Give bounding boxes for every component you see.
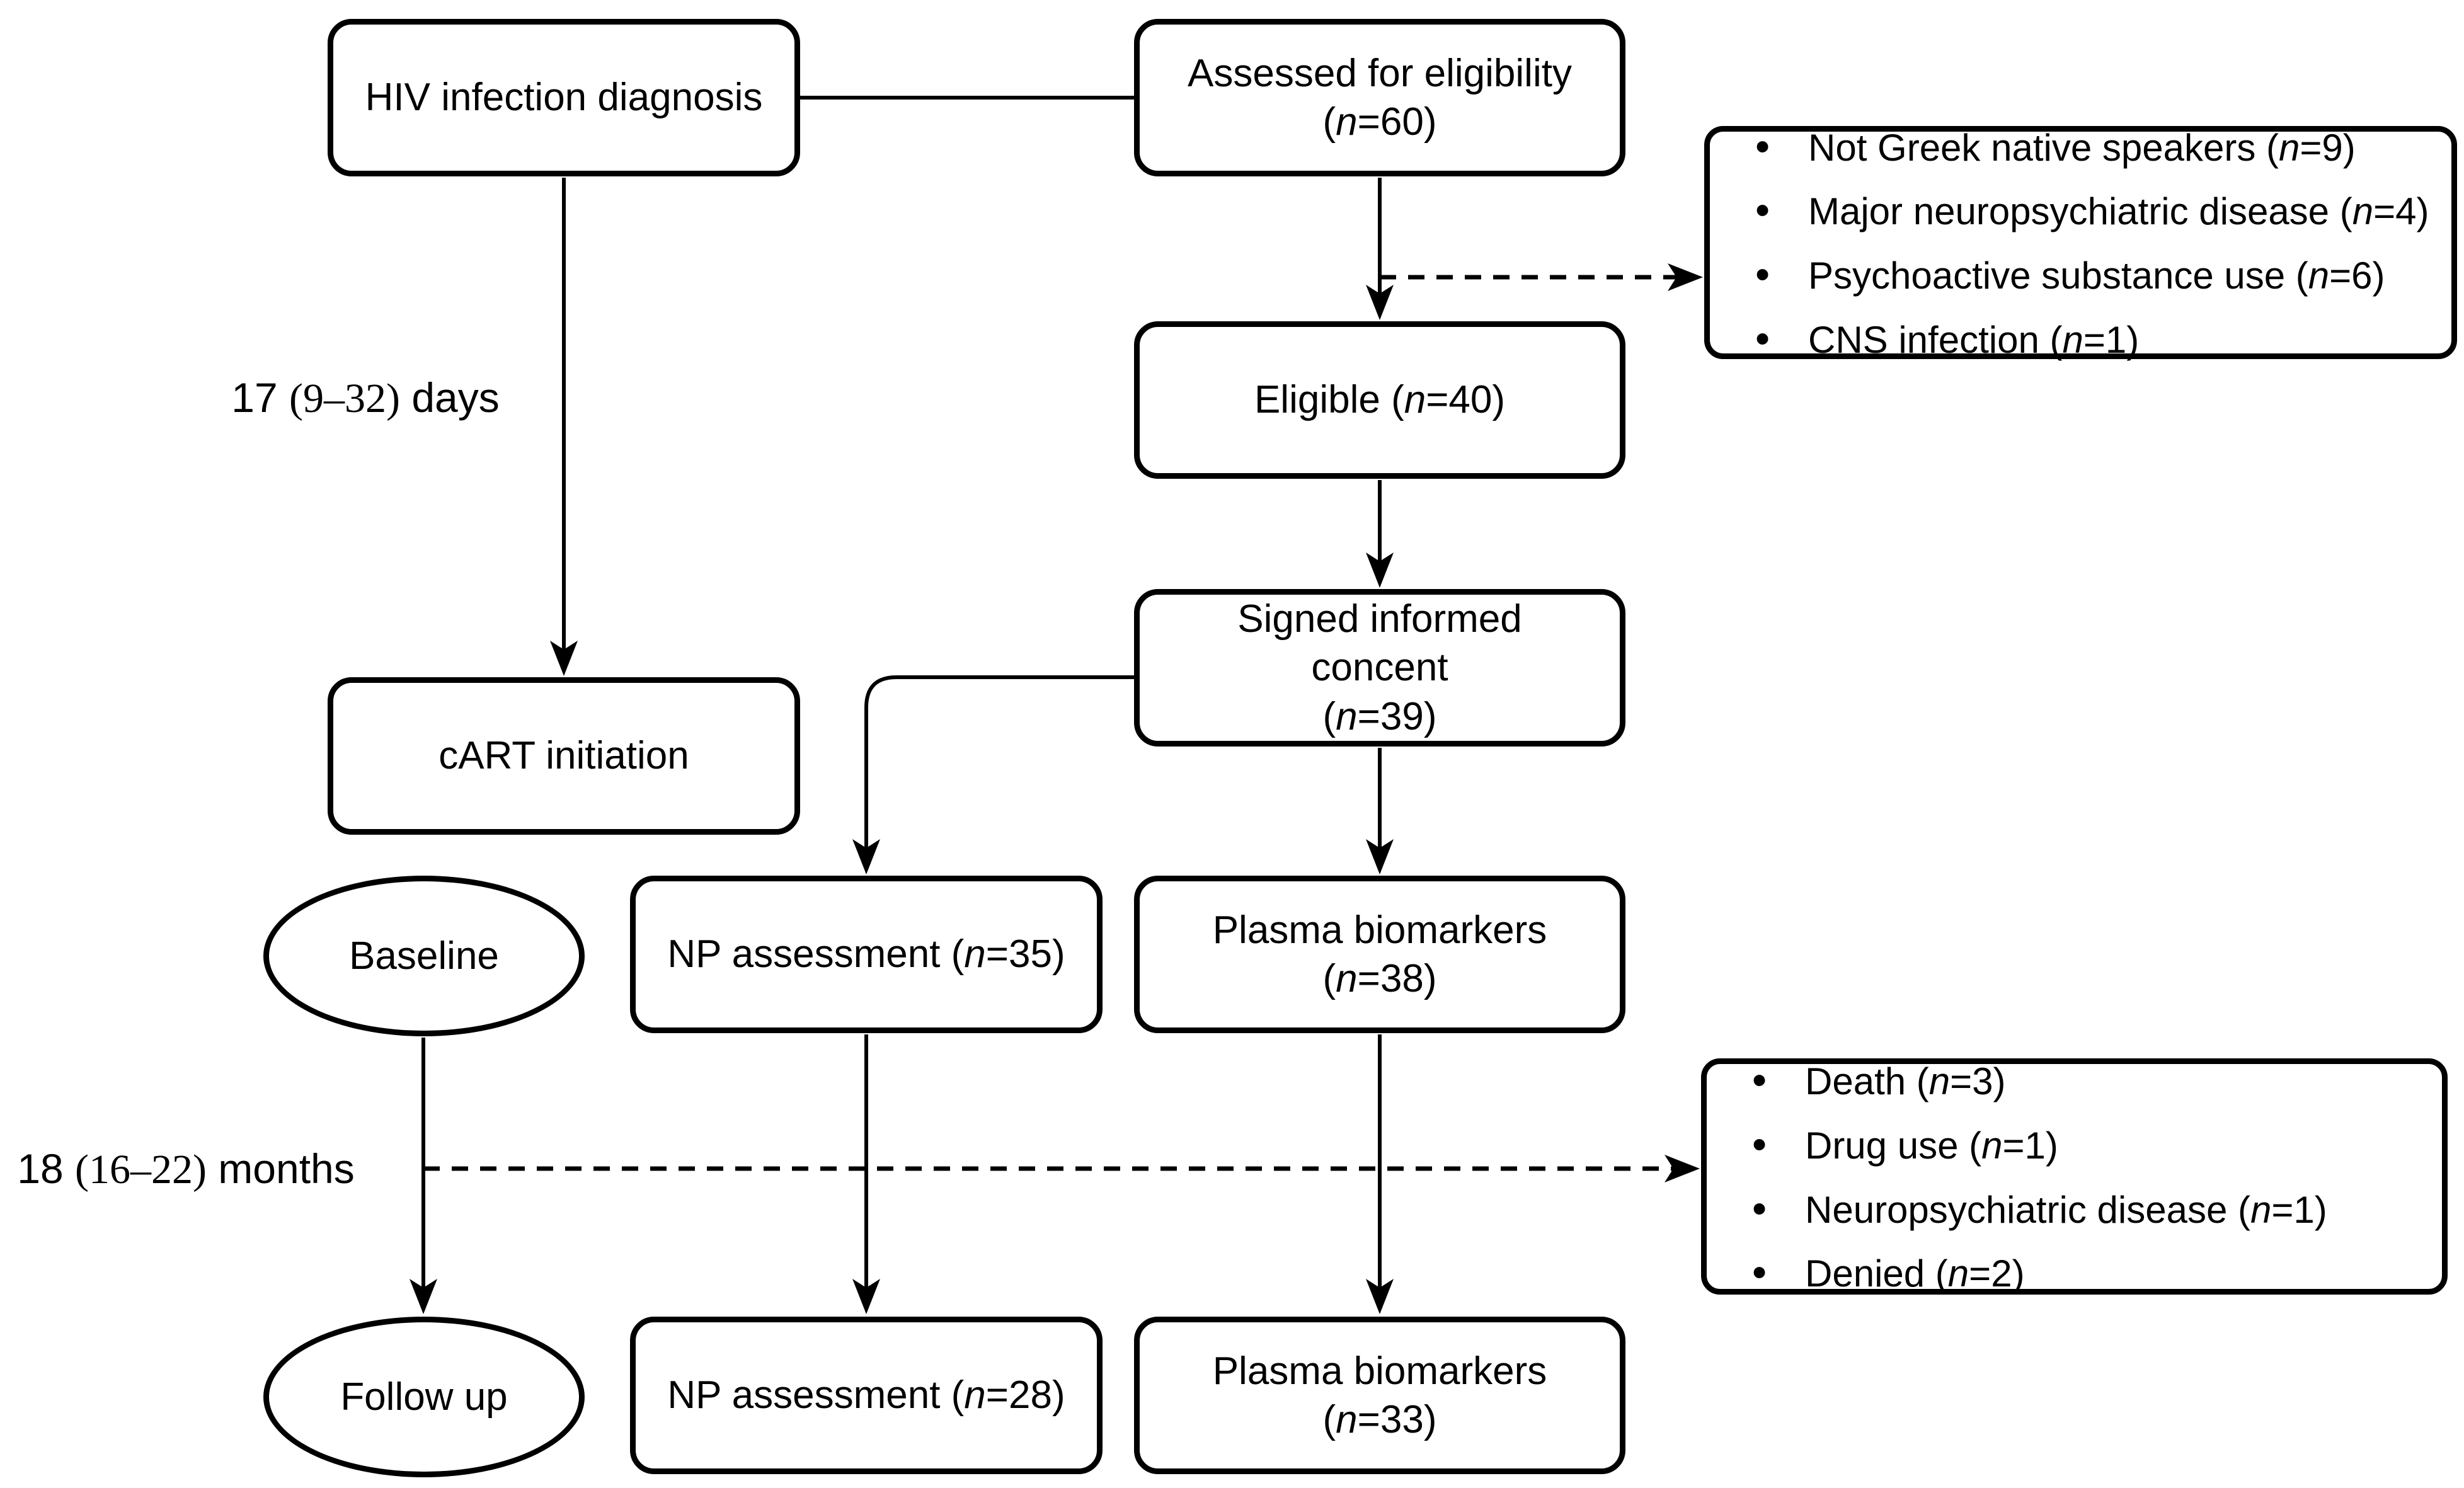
dashed-arrow-to-initial-exclusions	[1380, 263, 1703, 291]
arrow-hiv-to-cart	[550, 178, 578, 676]
bullet-dot-icon: •	[1752, 1120, 1767, 1167]
np-assessment-followup-box: NP assessment (n=28)	[630, 1317, 1103, 1474]
dashed-arrow-to-followup-exclusions	[423, 1155, 1700, 1182]
initial-exclusions-box: • Not Greek native speakers (n=9) • Majo…	[1704, 123, 2457, 362]
cart-initiation-box: cART initiation	[328, 677, 800, 835]
node-label: NP assessment (n=35)	[667, 932, 1065, 976]
node-label: Plasma biomarkers	[1212, 908, 1547, 952]
exclusion-item: • Psychoactive substance use (n=6)	[1710, 243, 2451, 307]
node-label: Follow up	[340, 1375, 508, 1419]
bullet-dot-icon: •	[1755, 186, 1770, 234]
elbow-arrow-signed-to-np-baseline	[852, 675, 1134, 874]
arrow-plasma-baseline-to-plasma-followup	[1366, 1034, 1394, 1314]
bullet-dot-icon: •	[1752, 1056, 1767, 1104]
node-label: Assessed for eligibility	[1188, 51, 1572, 95]
exclusion-text: Major neuropsychiatric disease (n=4)	[1808, 190, 2429, 233]
node-label: Baseline	[349, 934, 499, 978]
exclusion-text: Psychoactive substance use (n=6)	[1808, 255, 2385, 297]
followup-ellipse: Follow up	[263, 1317, 585, 1477]
exclusion-item: • Major neuropsychiatric disease (n=4)	[1710, 178, 2451, 243]
followup-interval-label: 18 (16–22) months	[17, 1145, 355, 1193]
node-label: Plasma biomarkers	[1212, 1349, 1547, 1393]
bullet-dot-icon: •	[1752, 1184, 1767, 1232]
plasma-biomarkers-followup-box: Plasma biomarkers (n=33)	[1134, 1317, 1625, 1474]
bullet-dot-icon: •	[1755, 314, 1770, 362]
exclusion-item: • Denied (n=2)	[1707, 1240, 2442, 1305]
signed-consent-box: Signed informed concent (n=39)	[1134, 589, 1625, 747]
node-label: Signed informed	[1237, 597, 1522, 641]
exclusion-text: Not Greek native speakers (n=9)	[1808, 126, 2356, 169]
node-label: Eligible (n=40)	[1254, 378, 1506, 422]
exclusion-item: • Drug use (n=1)	[1707, 1113, 2442, 1177]
arrow-baseline-to-followup	[410, 1038, 437, 1314]
node-count: (n=38)	[1322, 957, 1437, 1000]
assessed-eligibility-box: Assessed for eligibility (n=60)	[1134, 19, 1625, 176]
exclusion-text: CNS infection (n=1)	[1808, 318, 2140, 361]
arrow-np-baseline-to-np-followup	[852, 1034, 880, 1314]
exclusion-text: Denied (n=2)	[1805, 1252, 2025, 1295]
baseline-ellipse: Baseline	[263, 876, 585, 1036]
node-label: cART initiation	[438, 734, 689, 778]
node-label: concent	[1311, 646, 1448, 690]
bullet-dot-icon: •	[1755, 122, 1770, 169]
node-label: HIV infection diagnosis	[365, 76, 763, 120]
cart-interval-label: 17 (9–32) days	[231, 374, 500, 421]
arrow-eligible-to-signed	[1366, 480, 1394, 588]
node-count: (n=33)	[1322, 1398, 1437, 1441]
exclusion-item: • Not Greek native speakers (n=9)	[1710, 115, 2451, 179]
exclusion-item: • Death (n=3)	[1707, 1048, 2442, 1113]
plasma-biomarkers-baseline-box: Plasma biomarkers (n=38)	[1134, 876, 1625, 1033]
hiv-diagnosis-box: HIV infection diagnosis	[328, 19, 800, 176]
node-label: NP assessment (n=28)	[667, 1373, 1065, 1417]
np-assessment-baseline-box: NP assessment (n=35)	[630, 876, 1103, 1033]
bullet-dot-icon: •	[1752, 1249, 1767, 1296]
exclusion-text: Death (n=3)	[1805, 1060, 2006, 1103]
exclusion-item: • CNS infection (n=1)	[1710, 307, 2451, 371]
eligible-box: Eligible (n=40)	[1134, 321, 1625, 479]
bullet-dot-icon: •	[1755, 251, 1770, 297]
exclusion-text: Drug use (n=1)	[1805, 1124, 2058, 1167]
followup-exclusions-box: • Death (n=3) • Drug use (n=1) • Neurops…	[1701, 1056, 2448, 1295]
exclusion-text: Neuropsychiatric disease (n=1)	[1805, 1188, 2327, 1231]
node-count: (n=60)	[1322, 100, 1437, 144]
exclusion-item: • Neuropsychiatric disease (n=1)	[1707, 1177, 2442, 1241]
arrow-signed-to-plasma-baseline	[1366, 748, 1394, 874]
node-count: (n=39)	[1322, 694, 1437, 738]
arrow-assessed-to-eligible	[1366, 178, 1394, 320]
